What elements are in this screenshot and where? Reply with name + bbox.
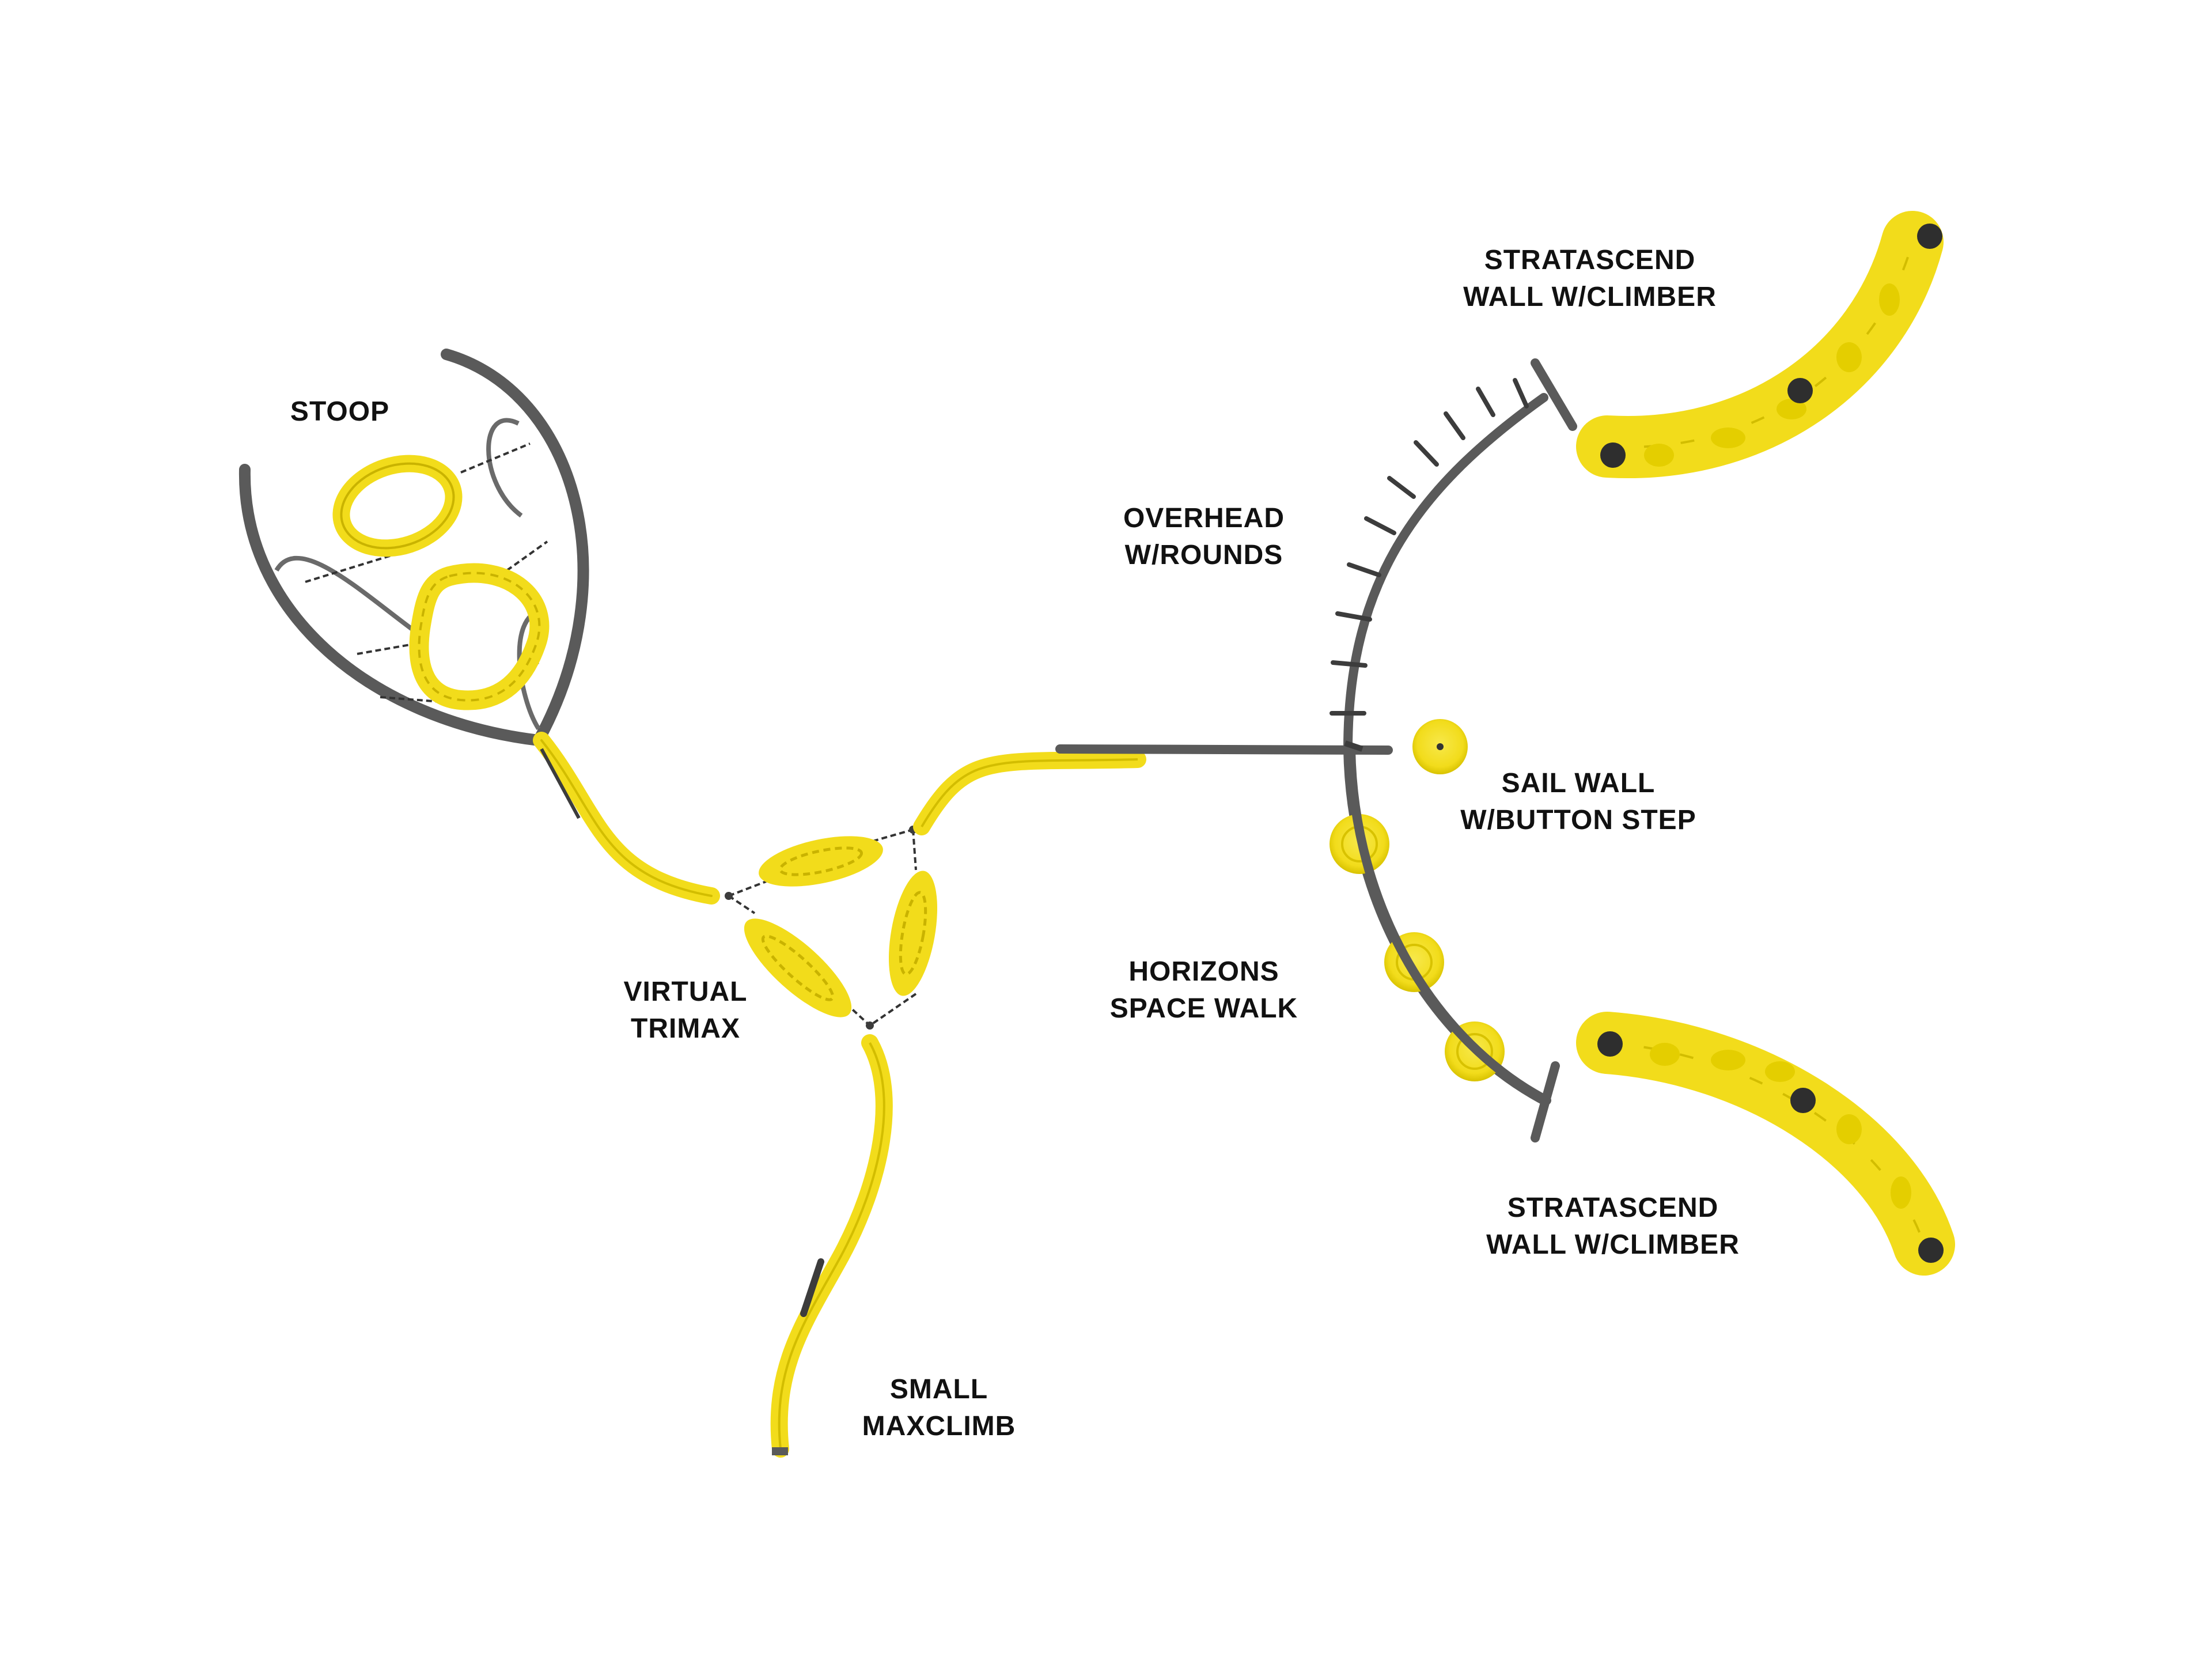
label-stratascend-bottom: STRATASCEND WALL W/CLIMBER (1480, 1190, 1745, 1263)
overhead-rungs (1330, 378, 1529, 716)
stratascend-bottom-climbers (1650, 1043, 1911, 1209)
label-stratascend-bottom-line-2: WALL W/CLIMBER (1486, 1229, 1740, 1260)
stoop-inner-loop-left (274, 555, 428, 642)
stoop-inner-loop-right (486, 418, 523, 518)
label-stratascend-top-line-2: WALL W/CLIMBER (1463, 282, 1717, 312)
stratascend-top-bolt-1 (1600, 442, 1626, 468)
virtual-trimax-structure (725, 826, 938, 1030)
stratascend-wall-bottom (1576, 1012, 1955, 1276)
stratascend-top-climbers (1644, 283, 1900, 467)
horizons-space-walk-structure (1330, 740, 1560, 1142)
label-small-maxclimb-line-1: SMALL (889, 1374, 988, 1405)
stratascend-top-bolt-3 (1917, 224, 1942, 249)
stoop-top-ring (332, 455, 463, 557)
label-stoop: STOOP (271, 394, 409, 430)
label-sail-wall-line-2: W/BUTTON STEP (1460, 805, 1696, 835)
overhead-arc (1343, 393, 1548, 754)
label-stratascend-top: STRATASCEND WALL W/CLIMBER (1457, 242, 1722, 316)
label-overhead-line-2: W/ROUNDS (1124, 540, 1283, 570)
trimax-pad-top (759, 836, 883, 887)
overhead-rounds-structure (1330, 358, 1577, 754)
stratascend-wall-top (1576, 211, 1944, 478)
sail-wall-button-step (1412, 719, 1468, 774)
stoop-lower-ring (409, 563, 550, 710)
label-stoop-line-1: STOOP (290, 396, 390, 427)
label-stratascend-bottom-line-1: STRATASCEND (1507, 1193, 1719, 1223)
label-sail-wall-line-1: SAIL WALL (1501, 768, 1656, 799)
label-horizons: HORIZONS SPACE WALK (1100, 954, 1308, 1027)
label-overhead-line-1: OVERHEAD (1123, 503, 1285, 534)
label-virtual-trimax-line-2: TRIMAX (631, 1013, 740, 1044)
label-small-maxclimb-line-2: MAXCLIMB (862, 1411, 1016, 1441)
stoop-frame-left-arc (238, 464, 544, 746)
overhead-main-bar (1055, 744, 1393, 755)
stratascend-bottom-bolt-2 (1790, 1088, 1816, 1113)
label-overhead: OVERHEAD W/ROUNDS (1112, 500, 1296, 574)
label-horizons-line-2: SPACE WALK (1109, 993, 1298, 1024)
trimax-pad-left (744, 918, 852, 1017)
label-stratascend-top-line-1: STRATASCEND (1484, 245, 1696, 275)
stratascend-bottom-bolt-1 (1597, 1031, 1623, 1057)
stoop-structure (238, 349, 589, 746)
stratascend-top-bolt-2 (1787, 378, 1813, 403)
stoop-frame-right-arc (441, 349, 589, 746)
label-virtual-trimax-line-1: VIRTUAL (623, 977, 748, 1007)
label-small-maxclimb: SMALL MAXCLIMB (841, 1371, 1037, 1445)
trimax-pad-right (888, 871, 938, 996)
label-virtual-trimax: VIRTUAL TRIMAX (605, 974, 766, 1047)
label-sail-wall: SAIL WALL W/BUTTON STEP (1452, 765, 1705, 839)
stratascend-bottom-bolt-3 (1918, 1238, 1944, 1263)
label-horizons-line-1: HORIZONS (1128, 956, 1279, 987)
